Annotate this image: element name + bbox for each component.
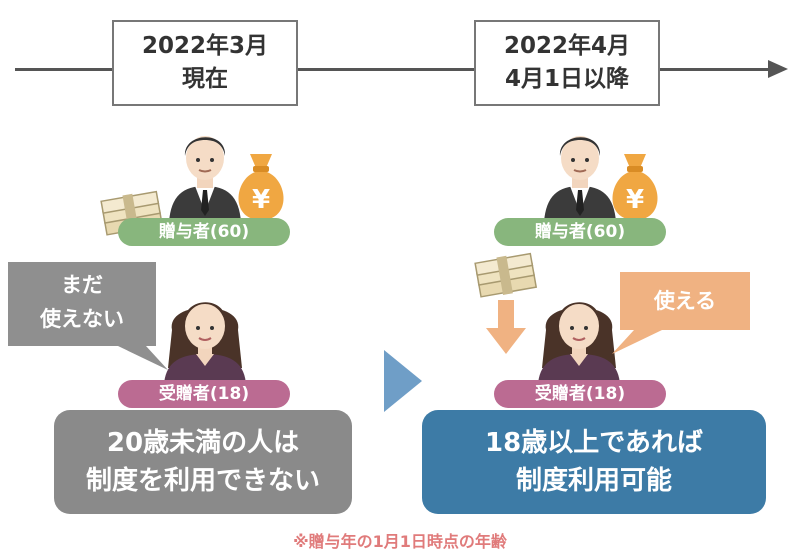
businessman-icon	[169, 136, 241, 222]
yen-money-bag-icon: ¥	[238, 154, 284, 220]
left-bubble-line1: まだ	[61, 273, 103, 297]
young-woman-icon	[164, 302, 246, 384]
right-receiver-label: 受贈者(18)	[494, 380, 666, 408]
left-result-box: 20歳未満の人は 制度を利用できない	[54, 410, 352, 514]
right-speech-bubble-shape	[612, 272, 750, 354]
left-result-line2: 制度を利用できない	[85, 466, 320, 496]
left-date-box: 2022年3月 現在	[112, 20, 298, 106]
right-giver-label: 贈与者(60)	[494, 218, 666, 246]
right-chevron-icon	[384, 350, 422, 412]
right-date-line1: 2022年4月	[503, 33, 631, 59]
left-receiver-label: 受贈者(18)	[118, 380, 290, 408]
left-date-line2: 現在	[182, 66, 228, 92]
right-speech-bubble: 使える	[653, 289, 717, 313]
timeline-line	[15, 68, 770, 71]
down-arrow-icon	[486, 300, 526, 354]
right-date-line2: 4月1日以降	[504, 66, 629, 92]
right-date-box: 2022年4月 4月1日以降	[474, 20, 660, 106]
right-result-line2: 制度利用可能	[515, 466, 672, 496]
left-speech-bubble-shape	[8, 262, 168, 370]
right-result-line1: 18歳以上であれば	[485, 428, 703, 458]
timeline-arrowhead	[768, 60, 788, 78]
left-speech-bubble: まだ 使えない	[8, 268, 156, 336]
yen-money-bag-icon: ¥	[612, 154, 658, 220]
yen-symbol: ¥	[252, 185, 270, 215]
left-result-line1: 20歳未満の人は	[106, 428, 300, 458]
young-woman-icon	[538, 302, 620, 384]
left-bubble-line2: 使えない	[40, 307, 124, 331]
businessman-icon	[544, 136, 616, 222]
left-giver-label: 贈与者(60)	[118, 218, 290, 246]
footnote: ※贈与年の1月1日時点の年齢	[293, 532, 507, 551]
left-date-line1: 2022年3月	[141, 33, 269, 59]
right-result-box: 18歳以上であれば 制度利用可能	[422, 410, 766, 514]
cash-stack-icon	[474, 252, 538, 298]
yen-symbol: ¥	[626, 185, 644, 215]
